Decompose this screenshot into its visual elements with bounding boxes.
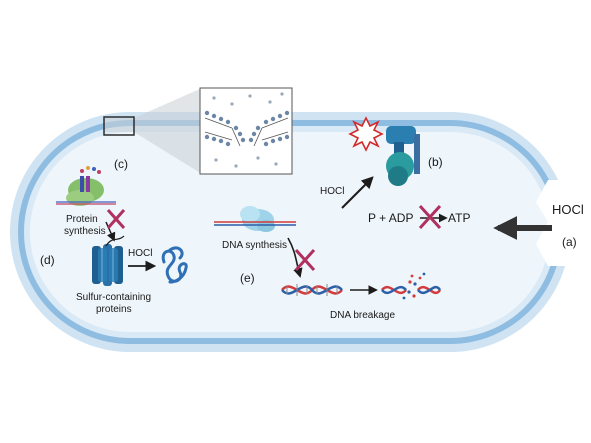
arrow-to-atp-synthase (341, 176, 374, 209)
membrane-inset (199, 87, 293, 175)
dna-polymerase (214, 206, 296, 232)
label-e: (e) (240, 271, 255, 285)
damage-burst-icon (348, 116, 384, 152)
dna-block-cross-icon (294, 248, 316, 272)
dna-synthesis-text: DNA synthesis (222, 240, 287, 251)
label-c: (c) (114, 157, 128, 171)
hocl-membrane-text: HOCl (320, 186, 344, 197)
protein-synthesis-text-1: Protein (66, 214, 98, 225)
dna-synthesis-arrow (287, 237, 303, 278)
sulfur-proteins-text-2: proteins (96, 304, 132, 315)
transmembrane-protein (92, 235, 125, 286)
atp-synthase (348, 116, 420, 186)
protein-synthesis-arrow (105, 221, 116, 242)
hocl-outside-text: HOCl (552, 202, 584, 217)
label-b: (b) (428, 155, 443, 169)
hocl-proteins-text: HOCl (128, 248, 152, 259)
dna-breakage-text: DNA breakage (330, 310, 395, 321)
atp-block-cross-icon (418, 204, 442, 230)
dna-helix-intact (281, 284, 343, 296)
sulfur-proteins-text-1: Sulfur-containing (76, 292, 151, 303)
ribosome (56, 166, 116, 206)
external-hocl-callout (536, 180, 591, 266)
zoom-funnel (103, 88, 202, 174)
denatured-protein-icon (161, 246, 188, 284)
dna-helix-broken (381, 272, 442, 300)
atp-product-text: ATP (448, 211, 470, 225)
membrane-zoom-box (103, 116, 135, 136)
protein-block-cross-icon (106, 209, 126, 229)
label-a: (a) (562, 235, 577, 249)
label-d: (d) (40, 253, 55, 267)
atp-reactants-text: P + ADP (368, 211, 413, 225)
protein-synthesis-text-2: synthesis (64, 226, 106, 237)
